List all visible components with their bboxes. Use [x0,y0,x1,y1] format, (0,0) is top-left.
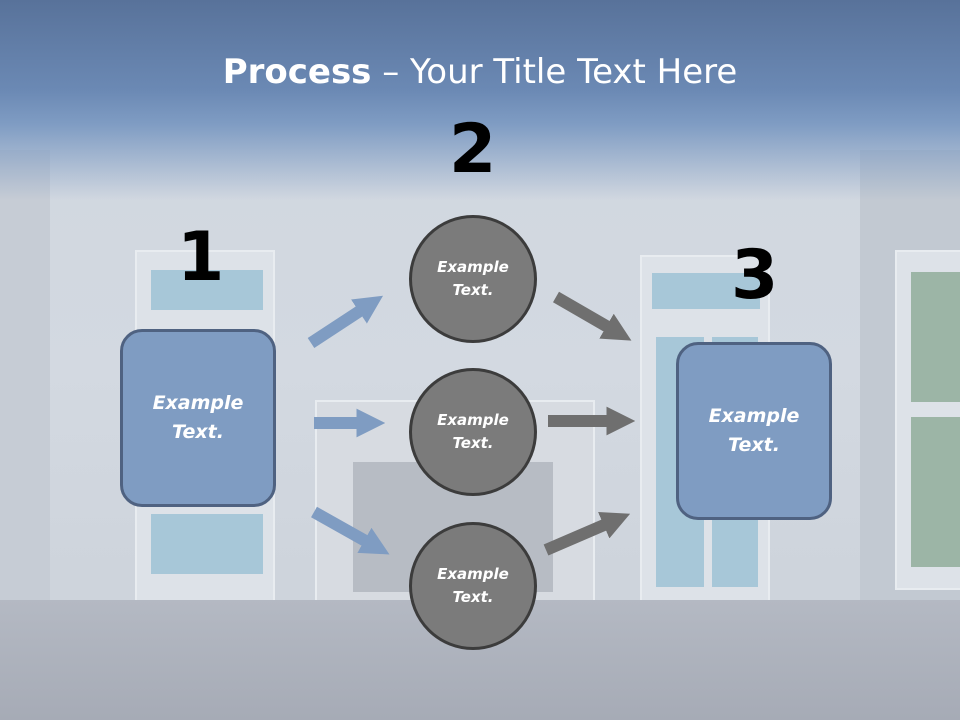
step-1-number: 1 [177,218,225,297]
arrow-bottom-to-3 [543,511,631,556]
arrow-top-to-3 [552,291,632,341]
step-2-circle-top: Example Text. [409,215,537,343]
circle-top-text-line2: Text. [452,281,494,299]
step-3-text-line2: Text. [728,434,780,456]
slide-title: Process – Your Title Text Here [0,52,960,92]
circle-top-text-line1: Example [437,258,509,276]
arrow-1-to-bottom [311,506,390,555]
step-1-text-line2: Text. [172,421,224,443]
circle-middle-text-line2: Text. [452,434,494,452]
background-left-wall [0,150,50,630]
step-2-number: 2 [449,110,497,189]
step-3-text-line1: Example [708,405,800,427]
circle-bottom-text-line2: Text. [452,588,494,606]
step-1-text-line1: Example [152,392,244,414]
step-3-number: 3 [731,236,779,315]
step-3-box: Example Text. [676,342,832,520]
arrow-1-to-top [307,295,384,349]
slide-title-rest: – Your Title Text Here [371,52,738,92]
step-1-box: Example Text. [120,329,276,507]
background-window-right [895,250,960,590]
step-2-circle-bottom: Example Text. [409,522,537,650]
slide-title-bold: Process [222,52,372,92]
step-2-circle-middle: Example Text. [409,368,537,496]
circle-middle-text-line1: Example [437,411,509,429]
header-band [0,0,960,200]
circle-bottom-text-line1: Example [437,565,509,583]
